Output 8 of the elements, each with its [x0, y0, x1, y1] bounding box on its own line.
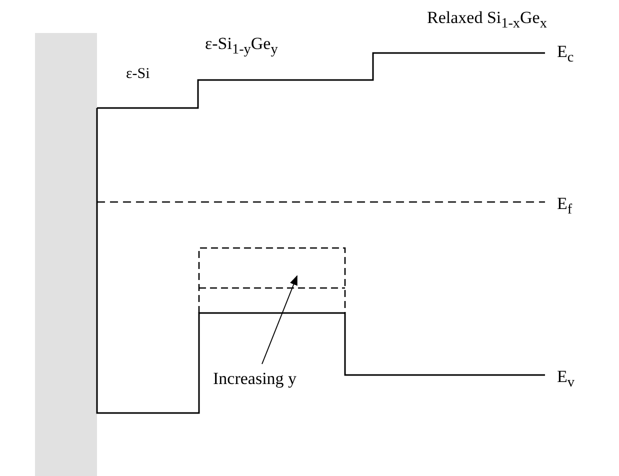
band-label: E$_{v}$	[557, 367, 574, 392]
band-label: E$_{c}$	[557, 42, 574, 68]
annotation-text: Increasing y	[213, 369, 297, 389]
layer-label: ε-Si	[126, 65, 150, 84]
layer-label: ε-Si$_{1-y}$Ge$_{y}$	[205, 34, 278, 60]
layer-label: Relaxed Si$_{1-x}$Ge$_{x}$	[427, 8, 547, 34]
band-label: E$_{f}$	[557, 194, 572, 220]
substrate-block	[35, 33, 97, 476]
